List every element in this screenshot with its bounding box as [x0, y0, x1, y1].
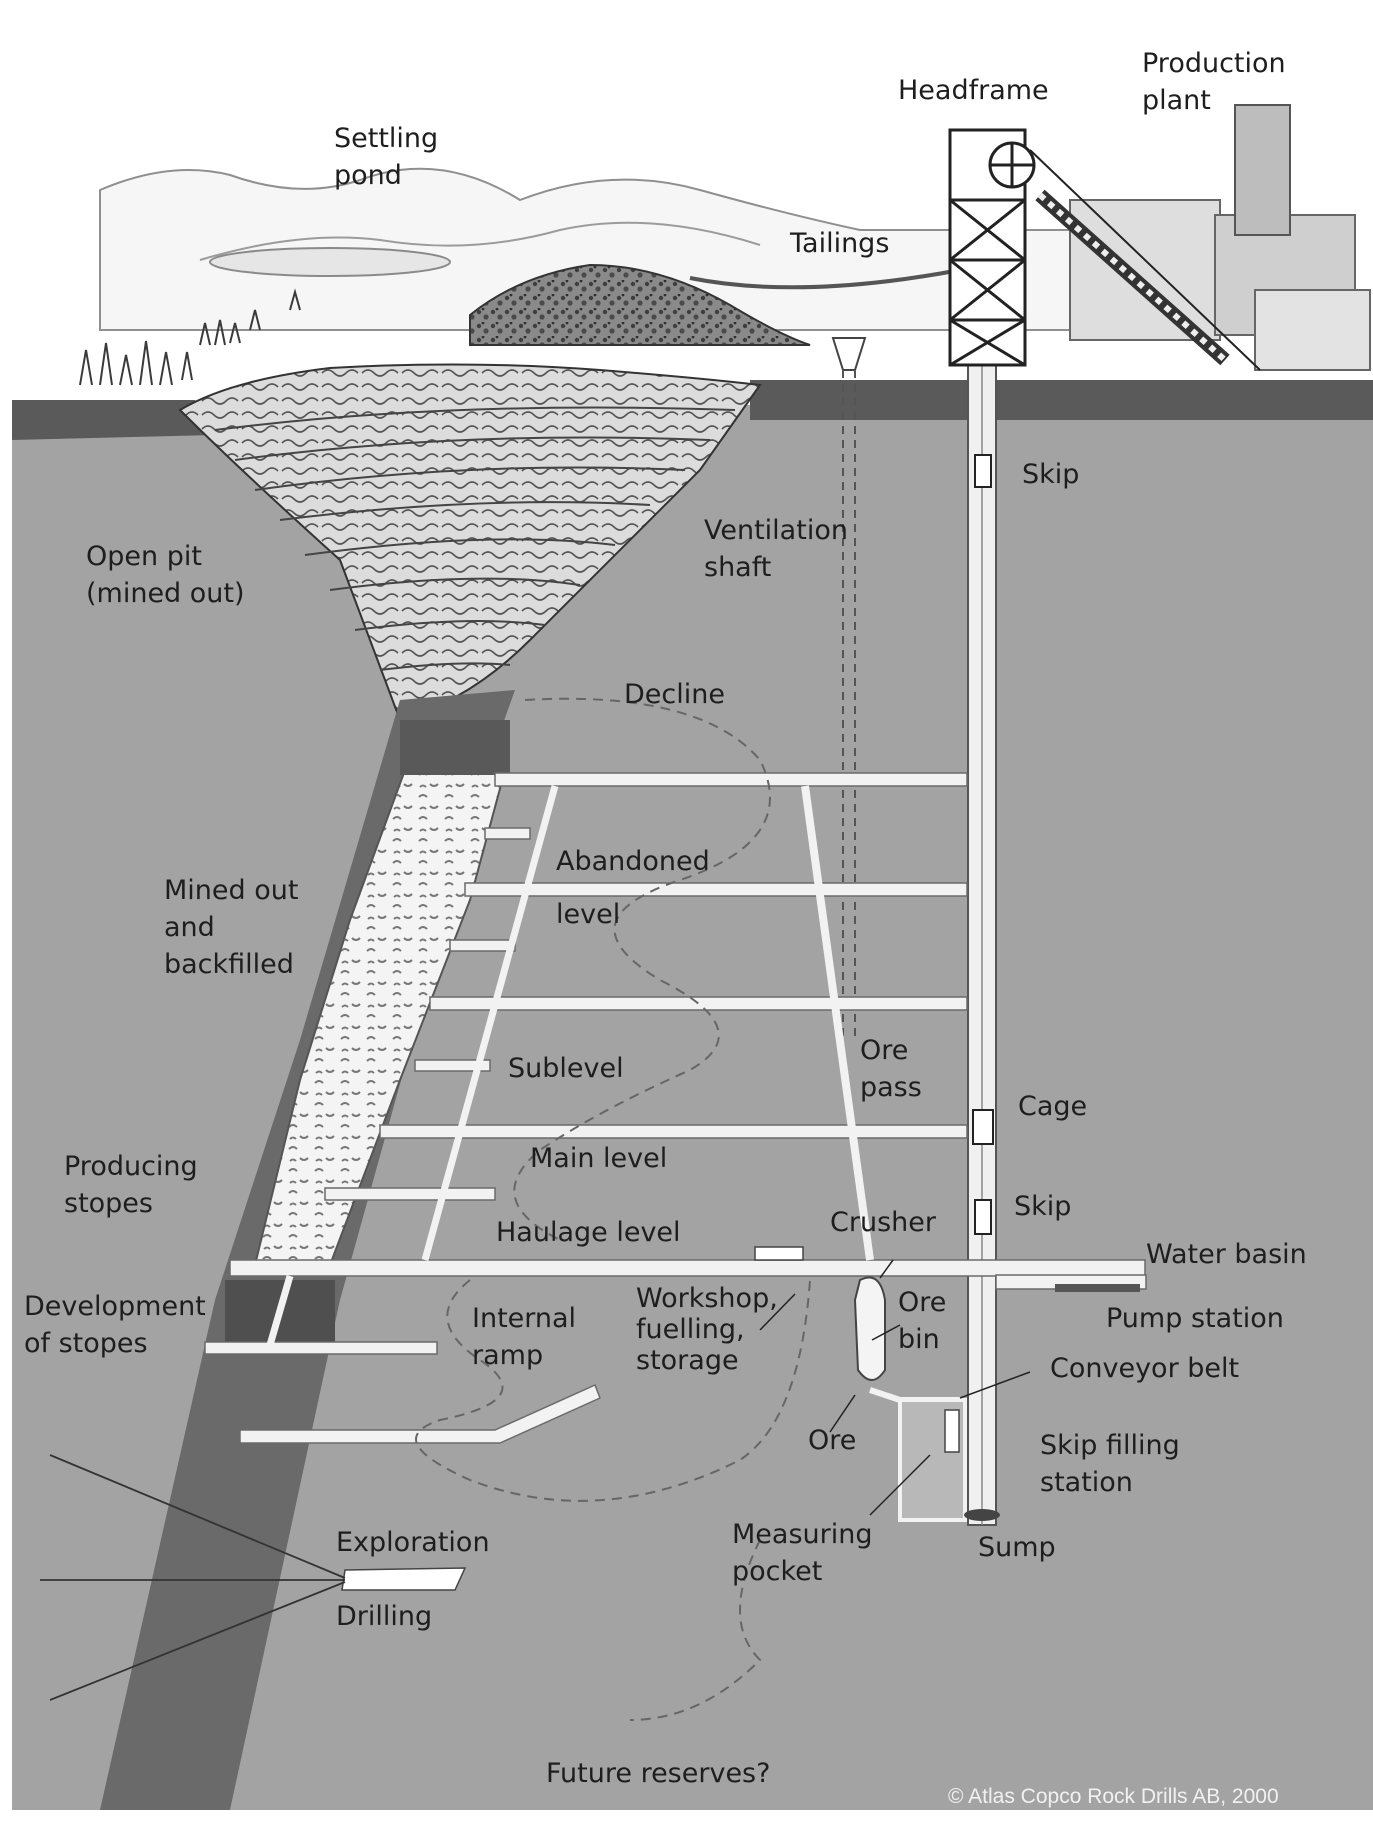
sublevels [204, 827, 601, 1444]
skip-top-car [974, 454, 992, 488]
label-cage: Cage [1018, 1091, 1088, 1122]
settling-pond-water [209, 247, 451, 277]
label-tailings: Tailings [790, 228, 890, 259]
label-main-level: Main level [530, 1143, 668, 1174]
label-skip-bottom: Skip [1014, 1191, 1072, 1222]
ore-bin [853, 1276, 886, 1381]
exploration-drift [341, 1567, 467, 1591]
rock-mass [12, 405, 1373, 1810]
ore-pass [801, 785, 874, 1261]
label-skip-top: Skip [1022, 459, 1080, 490]
label-decline: Decline [624, 679, 725, 710]
mine-levels [229, 772, 1146, 1277]
label-drilling: Drilling [336, 1601, 433, 1632]
label-crusher: Crusher [830, 1207, 936, 1238]
label-sublevel: Sublevel [508, 1053, 624, 1084]
label-pump-station: Pump station [1106, 1303, 1284, 1334]
drill-holes [40, 1454, 346, 1701]
label-haulage-level: Haulage level [496, 1217, 681, 1248]
copyright-credit: © Atlas Copco Rock Drills AB, 2000 [948, 1785, 1279, 1808]
skip-bottom-car [974, 1199, 992, 1235]
cage-car [972, 1109, 994, 1145]
label-headframe: Headframe [898, 75, 1049, 106]
label-ore: Ore [808, 1425, 857, 1456]
leader-lines [759, 1259, 1031, 1516]
production-plant [1069, 104, 1371, 371]
hill-ridge [199, 221, 761, 261]
trees [79, 288, 301, 386]
label-exploration: Exploration [336, 1527, 490, 1558]
label-future-reserves: Future reserves? [546, 1758, 771, 1789]
label-open-pit: Open pit(mined out) [86, 541, 245, 609]
pit-benches [214, 406, 736, 671]
water-basin-pool [1055, 1284, 1140, 1292]
tailings-pipeline [689, 268, 961, 290]
raises [266, 785, 559, 1346]
measuring-pocket-box [944, 1409, 960, 1453]
label-workshop-fuelling-storage: Workshop,fuelling,storage [636, 1283, 778, 1376]
surface-band-left [12, 400, 215, 440]
open-pit [178, 363, 762, 722]
workshop-chamber [754, 1246, 804, 1261]
label-conveyor-belt: Conveyor belt [1050, 1353, 1240, 1384]
sump [964, 1509, 1000, 1521]
tailings-pile [469, 263, 811, 346]
surface-band-right [750, 380, 1373, 420]
label-water-basin: Water basin [1146, 1239, 1307, 1270]
decline-portal-dark [400, 720, 510, 775]
decline-spiral [415, 697, 811, 1721]
headframe-structure [948, 128, 1261, 371]
label-sump: Sump [978, 1532, 1056, 1563]
